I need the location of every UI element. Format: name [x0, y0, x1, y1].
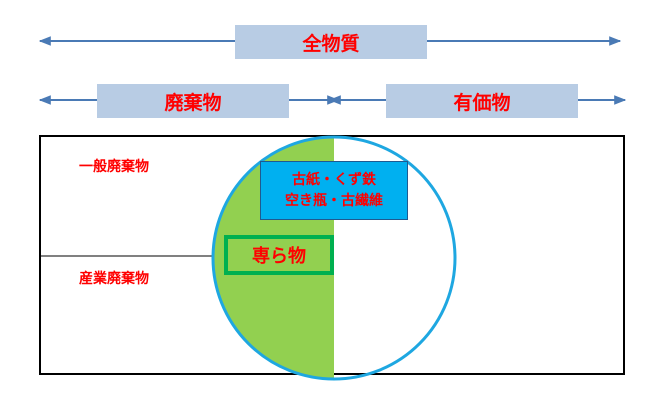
recyclables-circle	[211, 135, 457, 381]
industrial-waste-label: 産業廃棄物	[79, 271, 149, 287]
waste-label: 廃棄物	[97, 84, 289, 118]
recyclables-box: 古紙・くず鉄 空き瓶・古繊維	[260, 161, 408, 220]
senpaibutsu-label: 専ら物	[224, 235, 334, 275]
general-waste-label: 一般廃棄物	[79, 159, 149, 175]
all-materials-label: 全物質	[235, 25, 427, 59]
valuables-label: 有価物	[386, 84, 578, 118]
recyclables-line-2: 空き瓶・古繊維	[285, 192, 383, 209]
recyclables-line-1: 古紙・くず鉄	[292, 171, 376, 188]
